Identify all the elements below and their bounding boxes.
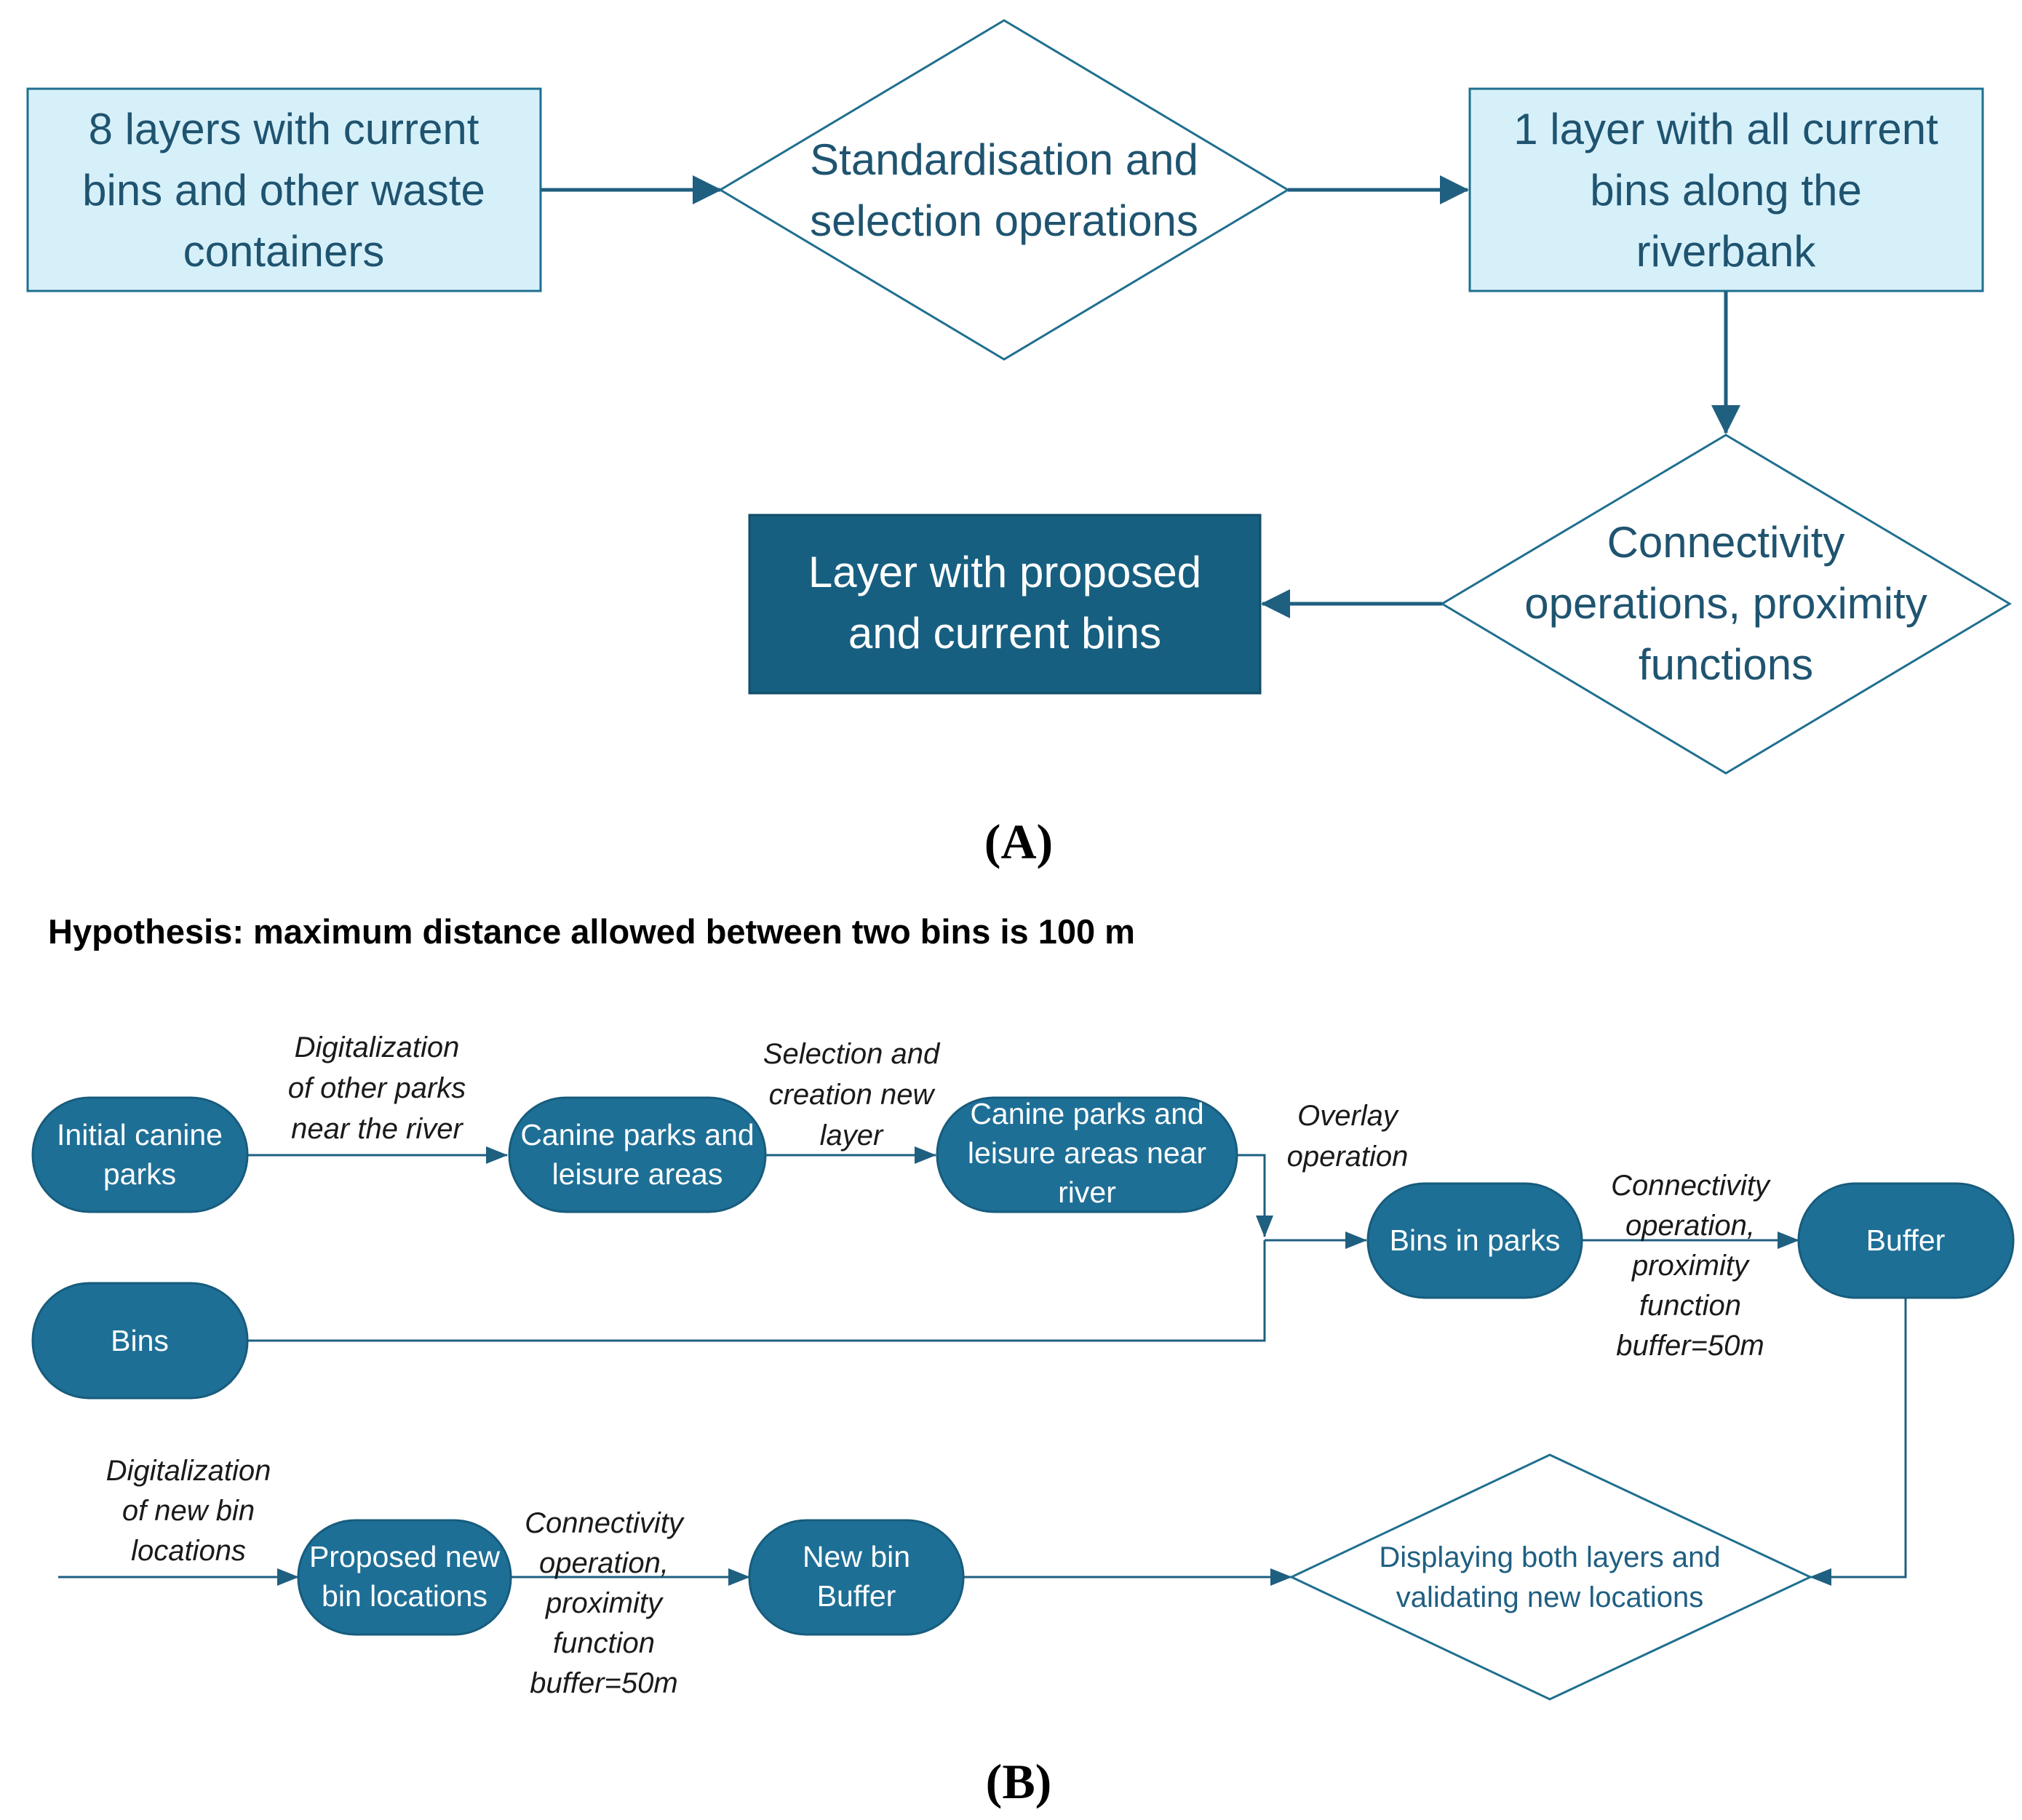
label-connectivity-bottom-line: function [553, 1627, 655, 1659]
node-canine-parks-near-river: Canine parks and leisure areas near river [936, 1096, 1238, 1213]
node-initial-canine-parks-label-line: Initial canine [57, 1118, 223, 1152]
diamond-connectivity-text-line: functions [1639, 640, 1813, 689]
arrow-buffer-to-display [1810, 1297, 1907, 1586]
box-output-text: Layer with proposed and current bins [808, 548, 1201, 658]
label-digitalization-new-bins: Digitalization of new bin locations [106, 1455, 271, 1567]
node-new-bin-buffer-label-line: New bin [803, 1540, 910, 1573]
label-connectivity-bottom-line: Connectivity [525, 1507, 685, 1539]
diamond-displaying-validating: Displaying both layers and validating new… [1289, 1453, 1813, 1701]
node-initial-canine-parks-label-line: parks [103, 1157, 176, 1191]
label-connectivity-top-line: proximity [1631, 1250, 1751, 1282]
diamond-standardisation-text-line: selection operations [810, 196, 1198, 245]
node-bins-label: Bins [111, 1324, 169, 1357]
diamond-displaying-validating-label-line: validating new locations [1396, 1581, 1703, 1613]
label-digitalization-new-bins-line: locations [131, 1535, 246, 1567]
node-buffer: Buffer [1797, 1182, 2015, 1299]
diamond-connectivity-text-line: Connectivity [1607, 518, 1845, 567]
diamond-standardisation: Standardisation and selection operations [718, 19, 1290, 361]
box-riverbank-text-line: 1 layer with all current [1513, 105, 1938, 153]
caption-a: (A) [984, 814, 1053, 869]
label-overlay-operation-line: operation [1287, 1141, 1409, 1173]
box-output-text-line: and current bins [848, 609, 1161, 658]
node-new-bin-buffer-label-line: Buffer [817, 1579, 896, 1613]
diamond-connectivity: Connectivity operations, proximity functio… [1440, 434, 2012, 775]
label-connectivity-bottom-line: operation, [539, 1547, 669, 1579]
label-digitalization-new-bins-line: of new bin [122, 1495, 255, 1527]
node-proposed-new-bin-locations-label-line: Proposed new [309, 1540, 501, 1573]
panel-b: Hypothesis: maximum distance allowed bet… [31, 912, 2015, 1809]
line-bins-up [247, 1240, 1266, 1342]
label-digitalization-other-parks-line: of other parks [288, 1072, 466, 1104]
label-digitalization-other-parks-line: Digitalization [295, 1031, 460, 1063]
label-selection-creation-line: Selection and [763, 1038, 941, 1070]
node-canine-parks-leisure-label: Canine parks and leisure areas [520, 1118, 754, 1191]
box-input-text-line: containers [183, 227, 385, 276]
node-initial-canine-parks-label: Initial canine parks [57, 1118, 223, 1191]
diamond-displaying-validating-label-line: Displaying both layers and [1379, 1541, 1720, 1573]
diamond-connectivity-text-line: operations, proximity [1524, 579, 1927, 628]
node-bins: Bins [31, 1282, 249, 1400]
arrow-near-river-down [1237, 1154, 1273, 1237]
node-canine-parks-near-river-label-line: Canine parks and [970, 1097, 1203, 1130]
diamond-connectivity-text: Connectivity operations, proximity functio… [1524, 518, 1927, 689]
diamond-displaying-validating-label: Displaying both layers and validating new… [1379, 1541, 1720, 1613]
label-selection-creation: Selection and creation new layer [763, 1038, 941, 1152]
node-canine-parks-near-river-label-line: river [1058, 1176, 1116, 1209]
label-connectivity-bottom-line: proximity [545, 1587, 664, 1619]
box-riverbank-text-line: riverbank [1636, 227, 1817, 276]
box-riverbank-layer: 1 layer with all current bins along the ri… [1468, 87, 1984, 292]
node-bins-in-parks-label: Bins in parks [1390, 1224, 1561, 1257]
label-overlay-operation: Overlay operation [1287, 1100, 1409, 1173]
box-input-layers: 8 layers with current bins and other wast… [26, 87, 542, 292]
label-connectivity-bottom-line: buffer=50m [530, 1667, 677, 1699]
node-initial-canine-parks: Initial canine parks [31, 1096, 249, 1213]
box-input-text-line: 8 layers with current [89, 105, 479, 153]
hypothesis-text: Hypothesis: maximum distance allowed bet… [48, 912, 1135, 951]
label-digitalization-other-parks: Digitalization of other parks near the riv… [288, 1031, 466, 1145]
node-bins-in-parks: Bins in parks [1366, 1182, 1583, 1299]
box-output-text-line: Layer with proposed [808, 548, 1201, 596]
node-canine-parks-near-river-label-line: leisure areas near [968, 1136, 1206, 1170]
box-output-layer: Layer with proposed and current bins [748, 514, 1262, 695]
node-bins-in-parks-label-line: Bins in parks [1390, 1224, 1561, 1257]
label-digitalization-new-bins-line: Digitalization [106, 1455, 271, 1487]
label-connectivity-top: Connectivity operation, proximity function b… [1611, 1170, 1772, 1362]
box-input-text: 8 layers with current bins and other wast… [82, 105, 485, 276]
node-proposed-new-bin-locations-label-line: bin locations [322, 1579, 487, 1613]
node-canine-parks-leisure-label-line: Canine parks and [520, 1118, 754, 1152]
node-canine-parks-leisure: Canine parks and leisure areas [508, 1096, 767, 1213]
box-input-text-line: bins and other waste [82, 166, 485, 215]
label-connectivity-top-line: buffer=50m [1616, 1330, 1764, 1362]
diamond-standardisation-text-line: Standardisation and [810, 135, 1198, 184]
box-riverbank-text-line: bins along the [1590, 166, 1862, 215]
node-buffer-label: Buffer [1866, 1224, 1946, 1257]
label-connectivity-bottom: Connectivity operation, proximity function b… [525, 1507, 685, 1699]
label-selection-creation-line: layer [820, 1119, 884, 1152]
node-bins-label-line: Bins [111, 1324, 169, 1357]
node-proposed-new-bin-locations: Proposed new bin locations [297, 1519, 512, 1636]
label-digitalization-other-parks-line: near the river [291, 1113, 463, 1145]
label-overlay-operation-line: Overlay [1297, 1100, 1400, 1132]
label-selection-creation-line: creation new [769, 1079, 936, 1111]
label-connectivity-top-line: Connectivity [1611, 1170, 1772, 1202]
node-proposed-new-bin-locations-label: Proposed new bin locations [309, 1540, 501, 1613]
node-canine-parks-leisure-label-line: leisure areas [552, 1157, 723, 1191]
panel-a: 8 layers with current bins and other wast… [26, 19, 2012, 869]
node-buffer-label-line: Buffer [1866, 1224, 1946, 1257]
label-connectivity-top-line: operation, [1625, 1210, 1755, 1242]
diamond-standardisation-text: Standardisation and selection operations [810, 135, 1198, 245]
caption-b: (B) [986, 1754, 1052, 1809]
label-connectivity-top-line: function [1639, 1290, 1741, 1322]
node-canine-parks-near-river-label: Canine parks and leisure areas near river [968, 1097, 1206, 1209]
box-riverbank-text: 1 layer with all current bins along the ri… [1513, 105, 1938, 276]
